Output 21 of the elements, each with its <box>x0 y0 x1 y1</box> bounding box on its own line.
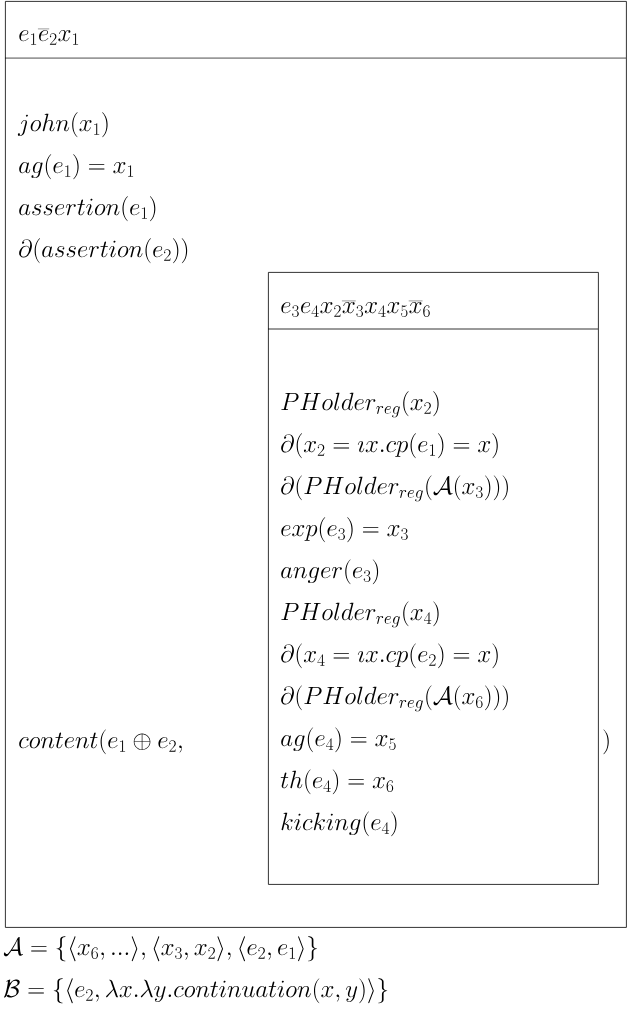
condition-formula: $kicking(e_4)$ <box>281 811 397 837</box>
condition-formula: $\partial(PHolder_{reg}(\mathcal{A}(x_3)))$ <box>281 475 508 502</box>
set-formula: $\mathcal{B} = \{\langle e_2, \lambda x.\lambda y.continuation(x, y)\rangle\}$ <box>3 978 388 1004</box>
condition-formula: $\partial(x_2 = \imath x.cp(e_1) = x)$ <box>281 433 498 459</box>
condition-formula: $ag(e_4) = x_5$ <box>281 727 396 753</box>
condition-formula: $content(e_1 \oplus e_2,$ <box>19 729 182 755</box>
referent-header: $e_1\overline{e}_2x_1$ <box>19 28 79 45</box>
condition-formula: $ag(e_1) = x_1$ <box>19 154 134 180</box>
condition-formula: $PHolder_{reg}(x_4)$ <box>281 601 439 628</box>
set-formula: $\mathcal{A} = \{\langle x_6, ...\rangle, \langle x_3, x_2\rangle, \langle e_2, e_1\rangle\}$ <box>3 936 317 962</box>
referent-header: $e_3e_4x_2\overline{x}_3x_4x_5\overline{x}_6$ <box>281 300 430 317</box>
condition-formula: $PHolder_{reg}(x_2)$ <box>281 391 439 418</box>
condition-formula: $anger(e_3)$ <box>281 559 379 585</box>
condition-formula: $\partial(assertion(e_2))$ <box>19 238 188 264</box>
condition-formula: $assertion(e_1)$ <box>19 196 156 222</box>
condition-formula: $john(x_1)$ <box>17 112 108 138</box>
condition-formula: $)$ <box>603 729 609 755</box>
condition-formula: $\partial(PHolder_{reg}(\mathcal{A}(x_6)))$ <box>281 685 508 712</box>
condition-formula: $th(e_4) = x_6$ <box>280 769 394 795</box>
condition-formula: $\partial(x_4 = \imath x.cp(e_2) = x)$ <box>281 643 498 669</box>
condition-formula: $exp(e_3) = x_3$ <box>281 517 408 543</box>
